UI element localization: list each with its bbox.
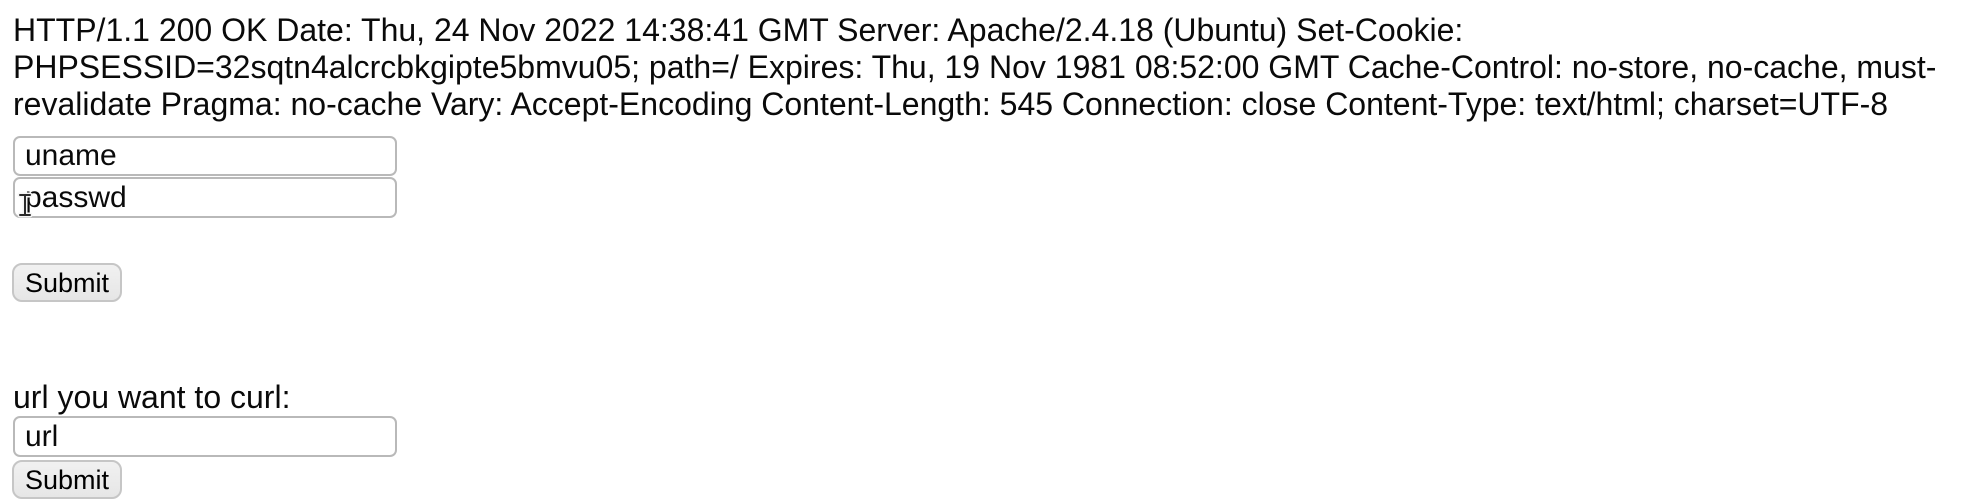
http-response-line: PHPSESSID=32sqtn4alcrcbkgipte5bmvu05; pa… [13,49,1937,85]
http-response-line: HTTP/1.1 200 OK Date: Thu, 24 Nov 2022 1… [13,12,1464,48]
curl-url-input[interactable] [13,416,397,457]
curl-submit-button[interactable]: Submit [12,460,123,499]
curl-url-label: url you want to curl: [13,379,291,415]
password-input[interactable] [13,177,397,218]
http-response-headers: HTTP/1.1 200 OK Date: Thu, 24 Nov 2022 1… [13,12,1961,123]
login-submit-button[interactable]: Submit [12,263,123,302]
login-form: Submit [12,136,1961,302]
username-input[interactable] [13,136,397,176]
curl-form: Submit [12,416,1961,499]
http-response-line: revalidate Pragma: no-cache Vary: Accept… [13,86,1889,122]
